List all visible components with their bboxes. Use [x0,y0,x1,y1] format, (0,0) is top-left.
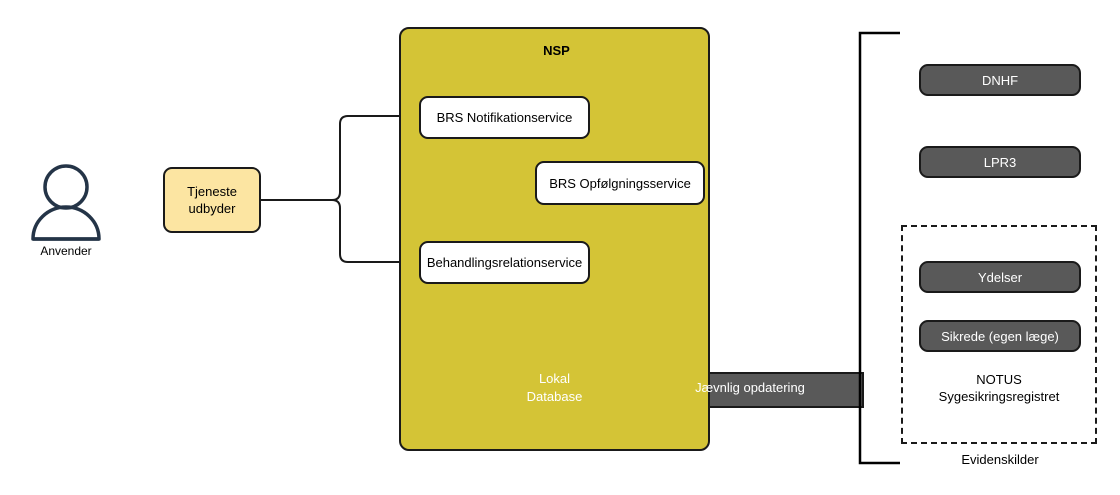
evidence-source-ydelser[interactable]: Ydelser [919,261,1081,293]
nsp-container: NSP [399,27,710,451]
notus-label-line1: NOTUS [976,372,1022,387]
service-brs-opfoelgningsservice[interactable]: BRS Opfølgningsservice [535,161,705,205]
person-icon [31,164,101,241]
nsp-title: NSP [543,43,570,58]
connector-provider-to-services [261,112,414,266]
evidence-source-dnhf[interactable]: DNHF [919,64,1081,96]
evidence-source-lpr3[interactable]: LPR3 [919,146,1081,178]
actor-label: Anvender [40,244,92,258]
service-brs-notifikationservice[interactable]: BRS Notifikationservice [419,96,590,139]
service-provider-label-line1: Tjeneste [187,184,237,199]
evidence-bracket-label: Evidenskilder [961,452,1039,467]
notus-group-label: NOTUS Sygesikringsregistret [901,371,1097,405]
notus-group [901,225,1097,444]
service-behandlingsrelationservice[interactable]: Behandlingsrelationservice [419,241,590,284]
service-provider-label-line2: udbyder [188,201,236,216]
notus-label-line2: Sygesikringsregistret [938,389,1060,404]
service-provider-node[interactable]: Tjeneste udbyder [163,167,261,233]
evidence-source-sikrede[interactable]: Sikrede (egen læge) [919,320,1081,352]
evidence-bracket [858,31,900,465]
